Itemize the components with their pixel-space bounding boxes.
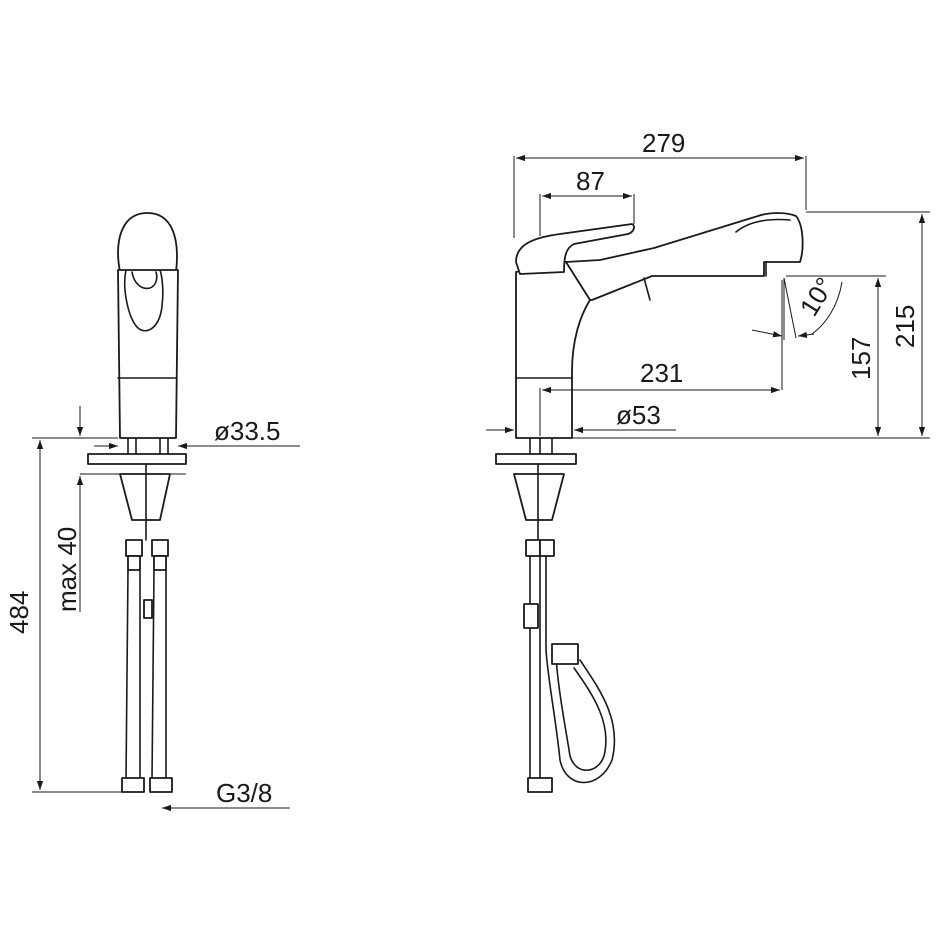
side-spout [565,212,804,301]
front-lever [117,212,178,273]
front-view [87,212,187,793]
side-mounting-plate [495,453,577,465]
front-body [117,269,179,439]
front-hoses [121,539,173,793]
dim-base-diameter-side: ø53 [616,400,661,430]
side-body [515,261,591,439]
side-view [495,212,804,793]
dim-hose-length: 484 [4,591,34,634]
dim-spout-length: 231 [640,358,683,388]
side-lever [515,223,635,275]
dim-outlet-height: 157 [846,337,876,380]
dim-tilt-angle: 10° [794,272,840,321]
dim-max-deck-thickness: max 40 [52,527,82,612]
dim-total-height: 215 [890,305,920,348]
dim-lever-offset: 87 [576,166,605,196]
dim-overall-reach: 279 [642,128,685,158]
front-dimensions: ø33.5 484 max 40 G3/8 [4,406,300,812]
side-hoses [523,539,616,793]
hose-weight [551,643,579,665]
front-mounting-plate [87,453,187,465]
dim-connection-thread: G3/8 [216,778,272,808]
dim-base-diameter-front: ø33.5 [214,416,281,446]
